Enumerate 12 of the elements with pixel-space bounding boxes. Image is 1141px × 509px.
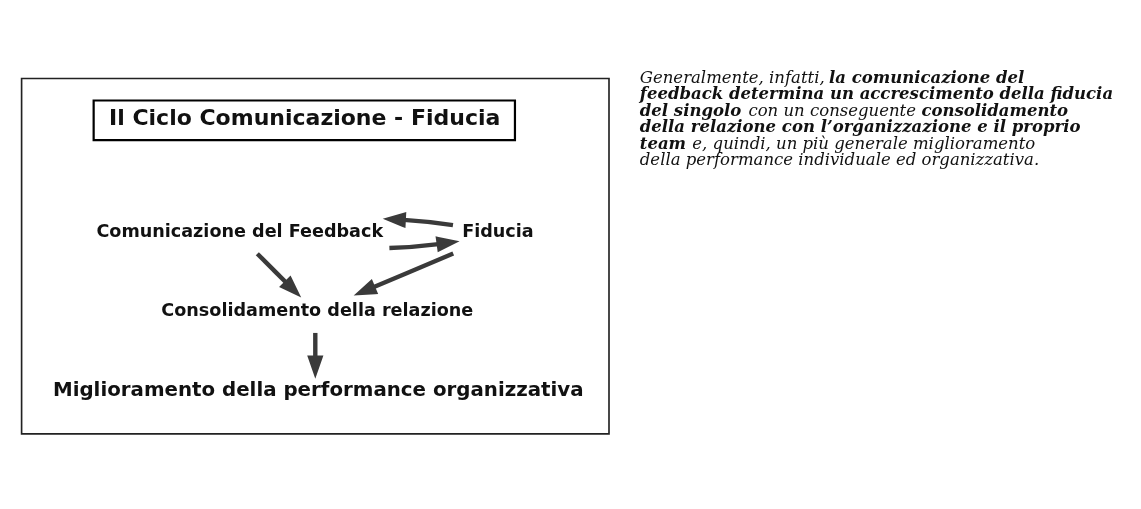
arrow [255,252,302,298]
arrow [307,332,324,379]
node-text: Comunicazione del Feedback [96,220,384,241]
node-box: Il Ciclo Comunicazione - Fiducia [92,99,517,142]
arrow [353,251,455,296]
arrow [382,211,454,229]
label: Generalmente, infatti, la comunicazione del feedback determina un accrescimento della fiducia del singolo con un conseguente consolidamento della relazione con l’organizzazione e il proprio team e, quindi, un più generale miglioramento della performance individuale ed organizzativa. [639,67,1114,170]
node-text: Miglioramento della performance organizzativa [52,377,584,401]
cluster [20,77,610,435]
node-text: Consolidamento della relazione [161,299,474,320]
arrow [389,236,460,253]
node-text: Fiducia [462,220,534,241]
